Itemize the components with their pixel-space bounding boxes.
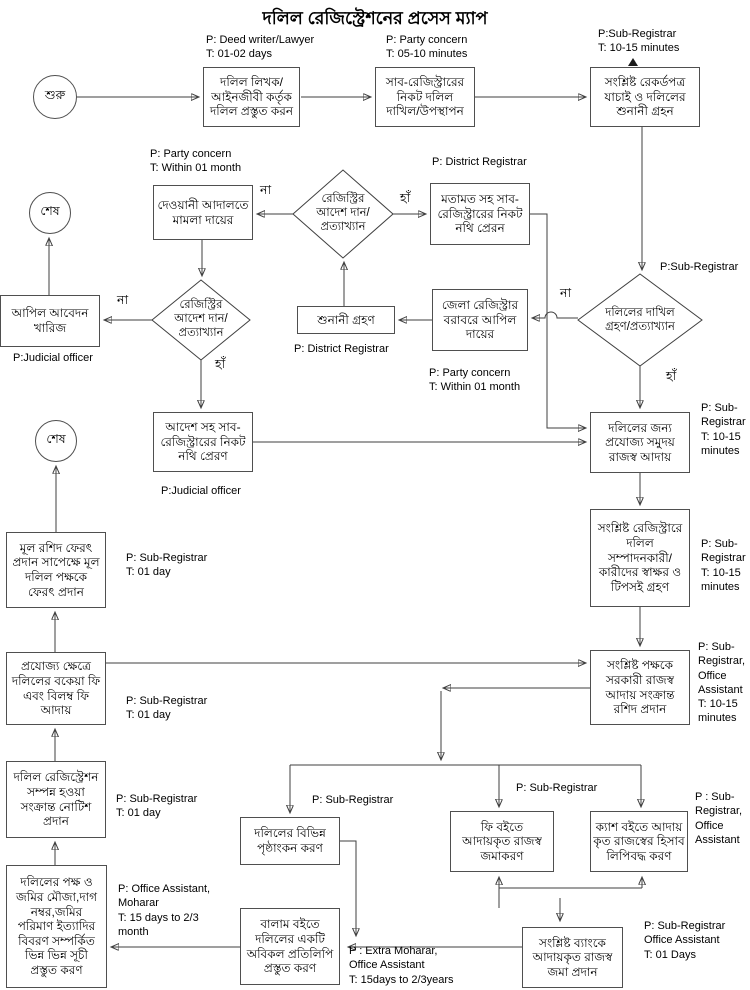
start-terminal: শুরু	[33, 75, 77, 119]
yes-label-1: হাঁ	[400, 191, 411, 205]
annotation-fee-cash-books: P: Sub-Registrar	[516, 782, 598, 794]
process-cash-book: ক্যাশ বইতে আদায় কৃত রাজস্বের হিসাব লিপি…	[590, 811, 688, 872]
process-submit-deed: সাব-রেজিস্ট্রারের নিকট দলিল দাখিল/উপস্থা…	[375, 67, 475, 127]
annotation-return-deed: P: Sub-Registrar T: 01 day	[126, 552, 208, 579]
yes-label-2: হাঁ	[215, 357, 226, 371]
process-district-appeal: জেলা রেজিস্ট্রার বরাবরে আপিল দায়ের	[432, 289, 528, 351]
process-collect-due-fees: প্রযোজ্য ক্ষেত্রে দলিলের বকেয়া ফি এবং ব…	[6, 652, 106, 725]
annotation-give-receipt: P: Sub- Registrar, Office Assistant T: 1…	[698, 641, 746, 725]
no-label-2: না	[117, 293, 129, 307]
annotation-bank-deposit: P: Sub-Registrar Office Assistant T: 01 …	[644, 920, 726, 961]
annotation-completion-notice: P: Sub-Registrar T: 01 day	[116, 793, 198, 820]
process-send-order: আদেশ সহ সাব- রেজিস্ট্রারের নিকট নথি প্রে…	[153, 412, 253, 472]
annotation-appeal-rejected: P:Judicial officer	[13, 352, 93, 364]
end-terminal-1: শেষ	[29, 192, 71, 234]
process-write-deed: দলিল লিখক/ আইনজীবী কর্তৃক দলিল প্রস্তুত …	[203, 67, 300, 127]
annotation-collect-due-fees: P: Sub-Registrar T: 01 day	[126, 695, 208, 722]
process-balam-copy: বালাম বইতে দলিলের একটি অবিকল প্রতিলিপি প…	[240, 908, 340, 985]
process-fee-book: ফি বইতে আদায়কৃত রাজস্ব জমাকরণ	[450, 811, 554, 872]
process-return-deed: মূল রশিদ ফেরৎ প্রদান সাপেক্ষে মূল দলিল প…	[6, 532, 106, 608]
decision-submission: দলিলের দাখিল গ্রহণ/প্রত্যাখ্যান	[605, 307, 675, 333]
yes-label-3: হাঁ	[666, 369, 677, 383]
process-send-opinion: মতামত সহ সাব- রেজিস্ট্রারের নিকট নথি প্র…	[430, 183, 530, 245]
annotation-prepare-indexes: P: Office Assistant, Moharar T: 15 days …	[118, 883, 211, 938]
annotation-send-opinion: P: District Registrar	[432, 156, 527, 168]
process-hearing: শুনানী গ্রহণ	[297, 306, 395, 334]
process-verify-records: সংশ্লিষ্ট রেকর্ডপত্র যাচাই ও দলিলের শুনা…	[590, 67, 700, 127]
process-give-receipt: সংশ্লিষ্ট পক্ষকে সরকারী রাজস্ব আদায় সংক…	[590, 650, 690, 725]
decision-registry-order-1: রেজিস্ট্রির আদেশ দান/ প্রত্যাখ্যান	[316, 193, 370, 233]
process-completion-notice: দলিল রেজিস্ট্রেশন সম্পন্ন হওয়া সংক্রান্…	[6, 761, 106, 838]
annotation-verify-records: P:Sub-Registrar T: 10-15 minutes	[598, 28, 680, 55]
annotation-submit-deed: P: Party concern T: 05-10 minutes	[386, 34, 468, 61]
no-label-1: না	[260, 183, 272, 197]
annotation-balam-copy: P : Extra Moharar, Office Assistant T: 1…	[349, 945, 454, 986]
process-collect-revenue: দলিলের জন্য প্রযোজ্য সমুদয় রাজস্ব আদায়	[590, 412, 690, 473]
process-civil-case: দেওয়ানী আদালতে মামলা দায়ের	[153, 185, 253, 240]
annotation-send-order: P:Judicial officer	[161, 485, 241, 497]
process-bank-deposit: সংশ্লিষ্ট ব্যাংকে আদায়কৃত রাজস্ব জমা প্…	[522, 927, 623, 988]
annotation-submission-decision: P:Sub-Registrar	[660, 261, 739, 273]
process-take-signatures: সংশ্লিষ্ট রেজিস্ট্রারে দলিল সম্পাদনকারী/…	[590, 509, 690, 607]
process-prepare-indexes: দলিলের পক্ষ ও জমির মৌজা,দাগ নম্বর,জমির প…	[6, 865, 107, 988]
no-label-3: না	[560, 286, 572, 300]
process-endorsement: দলিলের বিভিন্ন পৃষ্ঠাংকন করণ	[240, 817, 340, 865]
annotation-civil-case: P: Party concern T: Within 01 month	[150, 148, 242, 175]
annotation-endorsement: P: Sub-Registrar	[312, 794, 394, 806]
annotation-hearing: P: District Registrar	[294, 343, 389, 355]
process-appeal-rejected: আপিল আবেদন খারিজ	[0, 295, 100, 347]
annotation-write-deed: P: Deed writer/Lawyer T: 01-02 days	[206, 34, 315, 61]
annotation-collect-revenue: P: Sub- Registrar T: 10-15 minutes	[701, 402, 746, 457]
decision-registry-order-2: রেজিস্ট্রির আদেশ দান/ প্রত্যাখ্যান	[174, 299, 228, 339]
annotation-district-appeal: P: Party concern T: Within 01 month	[429, 367, 521, 394]
end-terminal-2: শেষ	[35, 420, 77, 462]
annotation-cash-book: P : Sub- Registrar, Office Assistant	[695, 791, 743, 846]
annotation-take-signatures: P: Sub- Registrar T: 10-15 minutes	[701, 538, 746, 593]
page-title: দলিল রেজিস্ট্রেশনের প্রসেস ম্যাপ	[262, 8, 488, 28]
